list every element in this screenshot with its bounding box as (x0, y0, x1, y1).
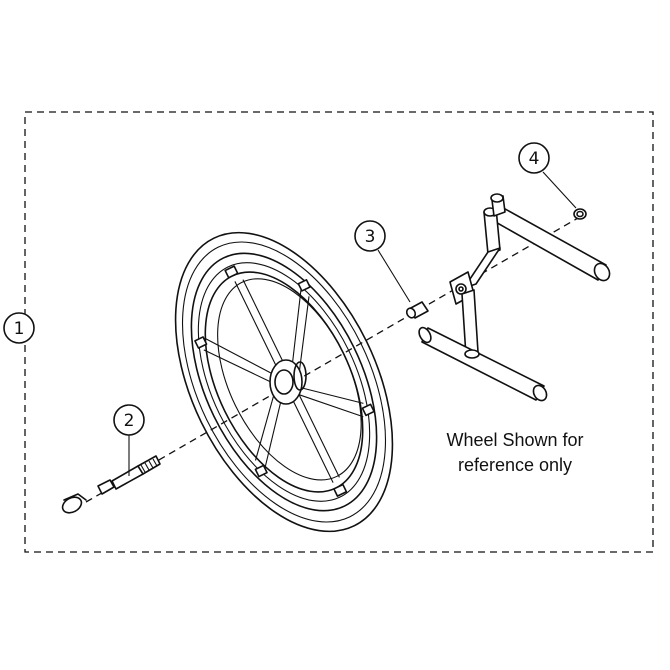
reference-note-line-1: Wheel Shown for (446, 430, 584, 450)
callout-4-label: 4 (529, 149, 540, 169)
callout-3: 3 (354, 220, 411, 303)
assembly-boundary (24, 111, 654, 553)
callout-4: 4 (518, 142, 577, 209)
callout-1: 1 (3, 312, 35, 344)
lock-nut (573, 208, 587, 220)
axle-bolt (61, 455, 161, 514)
callout-1-label: 1 (14, 319, 25, 339)
assembly-centerline (85, 217, 579, 503)
reference-note-line-2: reference only (457, 455, 573, 475)
spacer-bushing (405, 301, 429, 319)
frame-assembly (418, 193, 611, 402)
reference-note: Wheel Shown for reference only (420, 428, 610, 478)
reference-wheel (174, 231, 394, 533)
callout-3-label: 3 (365, 227, 376, 247)
callout-2-label: 2 (124, 411, 135, 431)
callout-2: 2 (113, 404, 145, 476)
